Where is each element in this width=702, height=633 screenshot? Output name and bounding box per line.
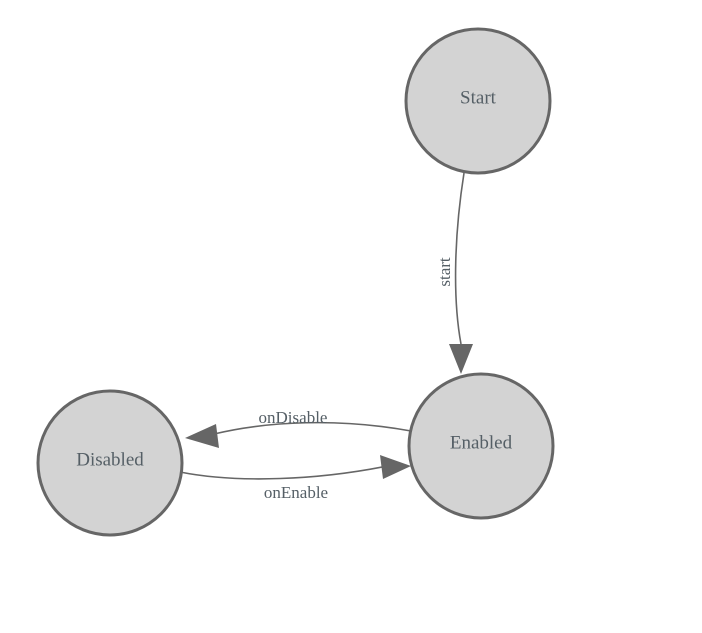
edge-start-to-enabled: start bbox=[435, 172, 473, 374]
edge-enabled-to-disabled: onDisable bbox=[185, 408, 412, 448]
edge-disabled-to-enabled-label: onEnable bbox=[264, 483, 328, 502]
node-disabled-circle[interactable] bbox=[36, 389, 184, 537]
node-enabled-label: Enabled bbox=[450, 432, 513, 453]
node-start-label: Start bbox=[460, 87, 497, 108]
node-start[interactable]: Start bbox=[404, 27, 552, 175]
edge-enabled-to-disabled-path bbox=[213, 421, 412, 435]
edge-start-to-enabled-path bbox=[454, 172, 465, 345]
node-disabled-label: Disabled bbox=[76, 449, 144, 470]
edge-enabled-to-disabled-label: onDisable bbox=[259, 408, 328, 427]
edge-enabled-to-disabled-arrowhead bbox=[185, 424, 219, 448]
edge-disabled-to-enabled: onEnable bbox=[179, 455, 411, 502]
edge-disabled-to-enabled-arrowhead bbox=[380, 455, 411, 479]
node-enabled-circle[interactable] bbox=[407, 372, 555, 520]
edge-start-to-enabled-label: start bbox=[435, 257, 454, 287]
edge-start-to-enabled-arrowhead bbox=[449, 344, 473, 374]
node-start-circle[interactable] bbox=[404, 27, 552, 175]
node-disabled[interactable]: Disabled bbox=[36, 389, 184, 537]
node-enabled[interactable]: Enabled bbox=[407, 372, 555, 520]
edge-disabled-to-enabled-path bbox=[179, 466, 383, 480]
